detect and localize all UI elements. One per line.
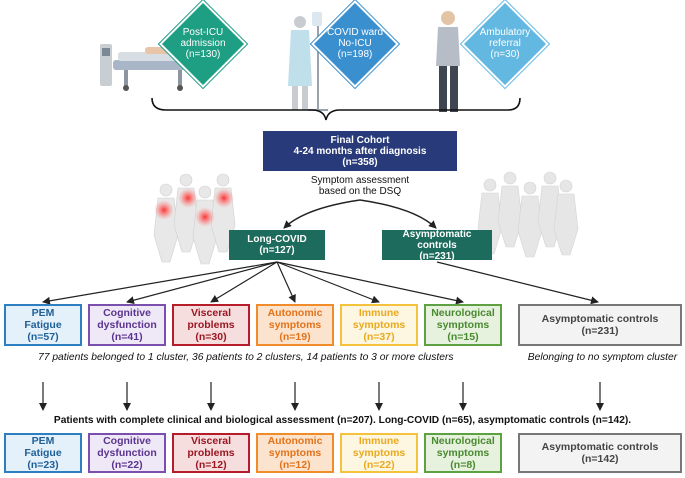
flow-arrows [39,199,604,411]
arrow-to-controls-box [436,261,599,305]
cluster-line2: Fatigue [24,319,62,331]
cluster-line1: Autonomic [267,307,323,319]
source-label-line2: admission [180,38,226,49]
cluster-line1: Autonomic [267,435,323,447]
cluster-line3: (n=23) [27,459,59,471]
cluster-line1: Immune [358,435,400,447]
cluster-line1: Immune [358,307,400,319]
cluster-line3: (n=12) [279,459,311,471]
cluster-line3: (n=8) [450,459,476,471]
cluster-membership-note: 77 patients belonged to 1 cluster, 36 pa… [38,352,454,363]
assessment-line2: based on the DSQ [318,186,402,197]
controls-assessed-label: Asymptomatic controls [541,441,659,453]
no-cluster-note: Belonging to no symptom cluster [527,352,678,363]
cluster-line1: Cognitive [103,435,151,447]
cluster-line3: (n=22) [363,459,395,471]
source-label-line1: Post-ICU [182,27,224,38]
controls-box-initial: Asymptomatic controls (n=231) [518,304,682,346]
cluster-line1: Cognitive [103,307,151,319]
cluster-line3: (n=37) [363,331,395,343]
cluster-line3: (n=57) [27,331,59,343]
assessment-summary: Patients with complete clinical and biol… [53,415,632,426]
assessment-label: Symptom assessment based on the DSQ [270,175,450,197]
cluster-line1: Neurological [431,307,495,319]
cluster-line1: PEM [31,435,55,447]
controls-assessed-count: (n=142) [581,453,619,465]
controls-group-count: (n=231) [419,250,455,262]
cluster-line3: (n=30) [195,331,227,343]
cluster-line1: PEM [31,307,55,319]
cluster-line2: symptoms [268,447,322,459]
assessment-line1: Symptom assessment [310,175,410,186]
source-label-line3: (n=198) [337,49,373,60]
cluster-line3: (n=41) [111,331,143,343]
source-label-line2: No-ICU [338,38,372,49]
controls-box-assessed: Asymptomatic controls (n=142) [518,433,682,473]
controls-initial-count: (n=231) [581,325,619,337]
cluster-line2: problems [187,319,235,331]
source-label-line3: (n=130) [185,49,221,60]
source-label-line2: referral [489,38,521,49]
arrow-to-cluster [126,261,278,305]
body-silhouette-icon [477,171,579,258]
standing-person-icon [436,11,460,112]
source-label-line1: COVID ward [326,27,384,38]
controls-group-label: Asymptomatic controls [402,228,472,251]
cluster-line3: (n=22) [111,459,143,471]
cluster-line2: dysfunction [97,319,157,331]
controls-group-box: Asymptomatic controls (n=231) [382,228,492,262]
source-label-line3: (n=30) [490,49,520,60]
final-cohort-box: Final Cohort 4-24 months after diagnosis… [263,131,457,171]
cluster-line2: symptoms [352,319,406,331]
controls-initial-label: Asymptomatic controls [541,313,659,325]
merge-bracket [151,97,521,121]
source-label-line1: Ambulatory [479,27,531,38]
arrow-to-cluster [276,261,296,303]
cluster-line1: Visceral [190,435,232,447]
long-covid-count: (n=127) [259,245,295,256]
final-cohort-title: Final Cohort [330,134,390,146]
arrow-to-cluster [276,261,464,305]
cluster-line2: symptoms [268,319,322,331]
cluster-line3: (n=15) [447,331,479,343]
cluster-line2: Fatigue [24,447,62,459]
cluster-line3: (n=12) [195,459,227,471]
cluster-line2: symptoms [436,319,490,331]
cluster-line2: symptoms [436,447,490,459]
long-covid-label: Long-COVID [247,234,307,245]
arrow-to-controls [359,199,437,229]
arrow-to-cluster [276,261,380,304]
cluster-line2: problems [187,447,235,459]
arrow-to-long-covid [283,199,361,229]
cluster-line2: symptoms [352,447,406,459]
long-covid-box: Long-COVID (n=127) [229,230,325,260]
cluster-line3: (n=19) [279,331,311,343]
body-pain-icon [153,173,236,265]
final-cohort-count: (n=358) [342,156,378,168]
cluster-line1: Neurological [431,435,495,447]
arrow-to-cluster [210,261,278,303]
cluster-line1: Visceral [190,307,232,319]
cluster-line2: dysfunction [97,447,157,459]
final-cohort-period: 4-24 months after diagnosis [293,145,427,157]
arrow-to-cluster [42,261,278,305]
